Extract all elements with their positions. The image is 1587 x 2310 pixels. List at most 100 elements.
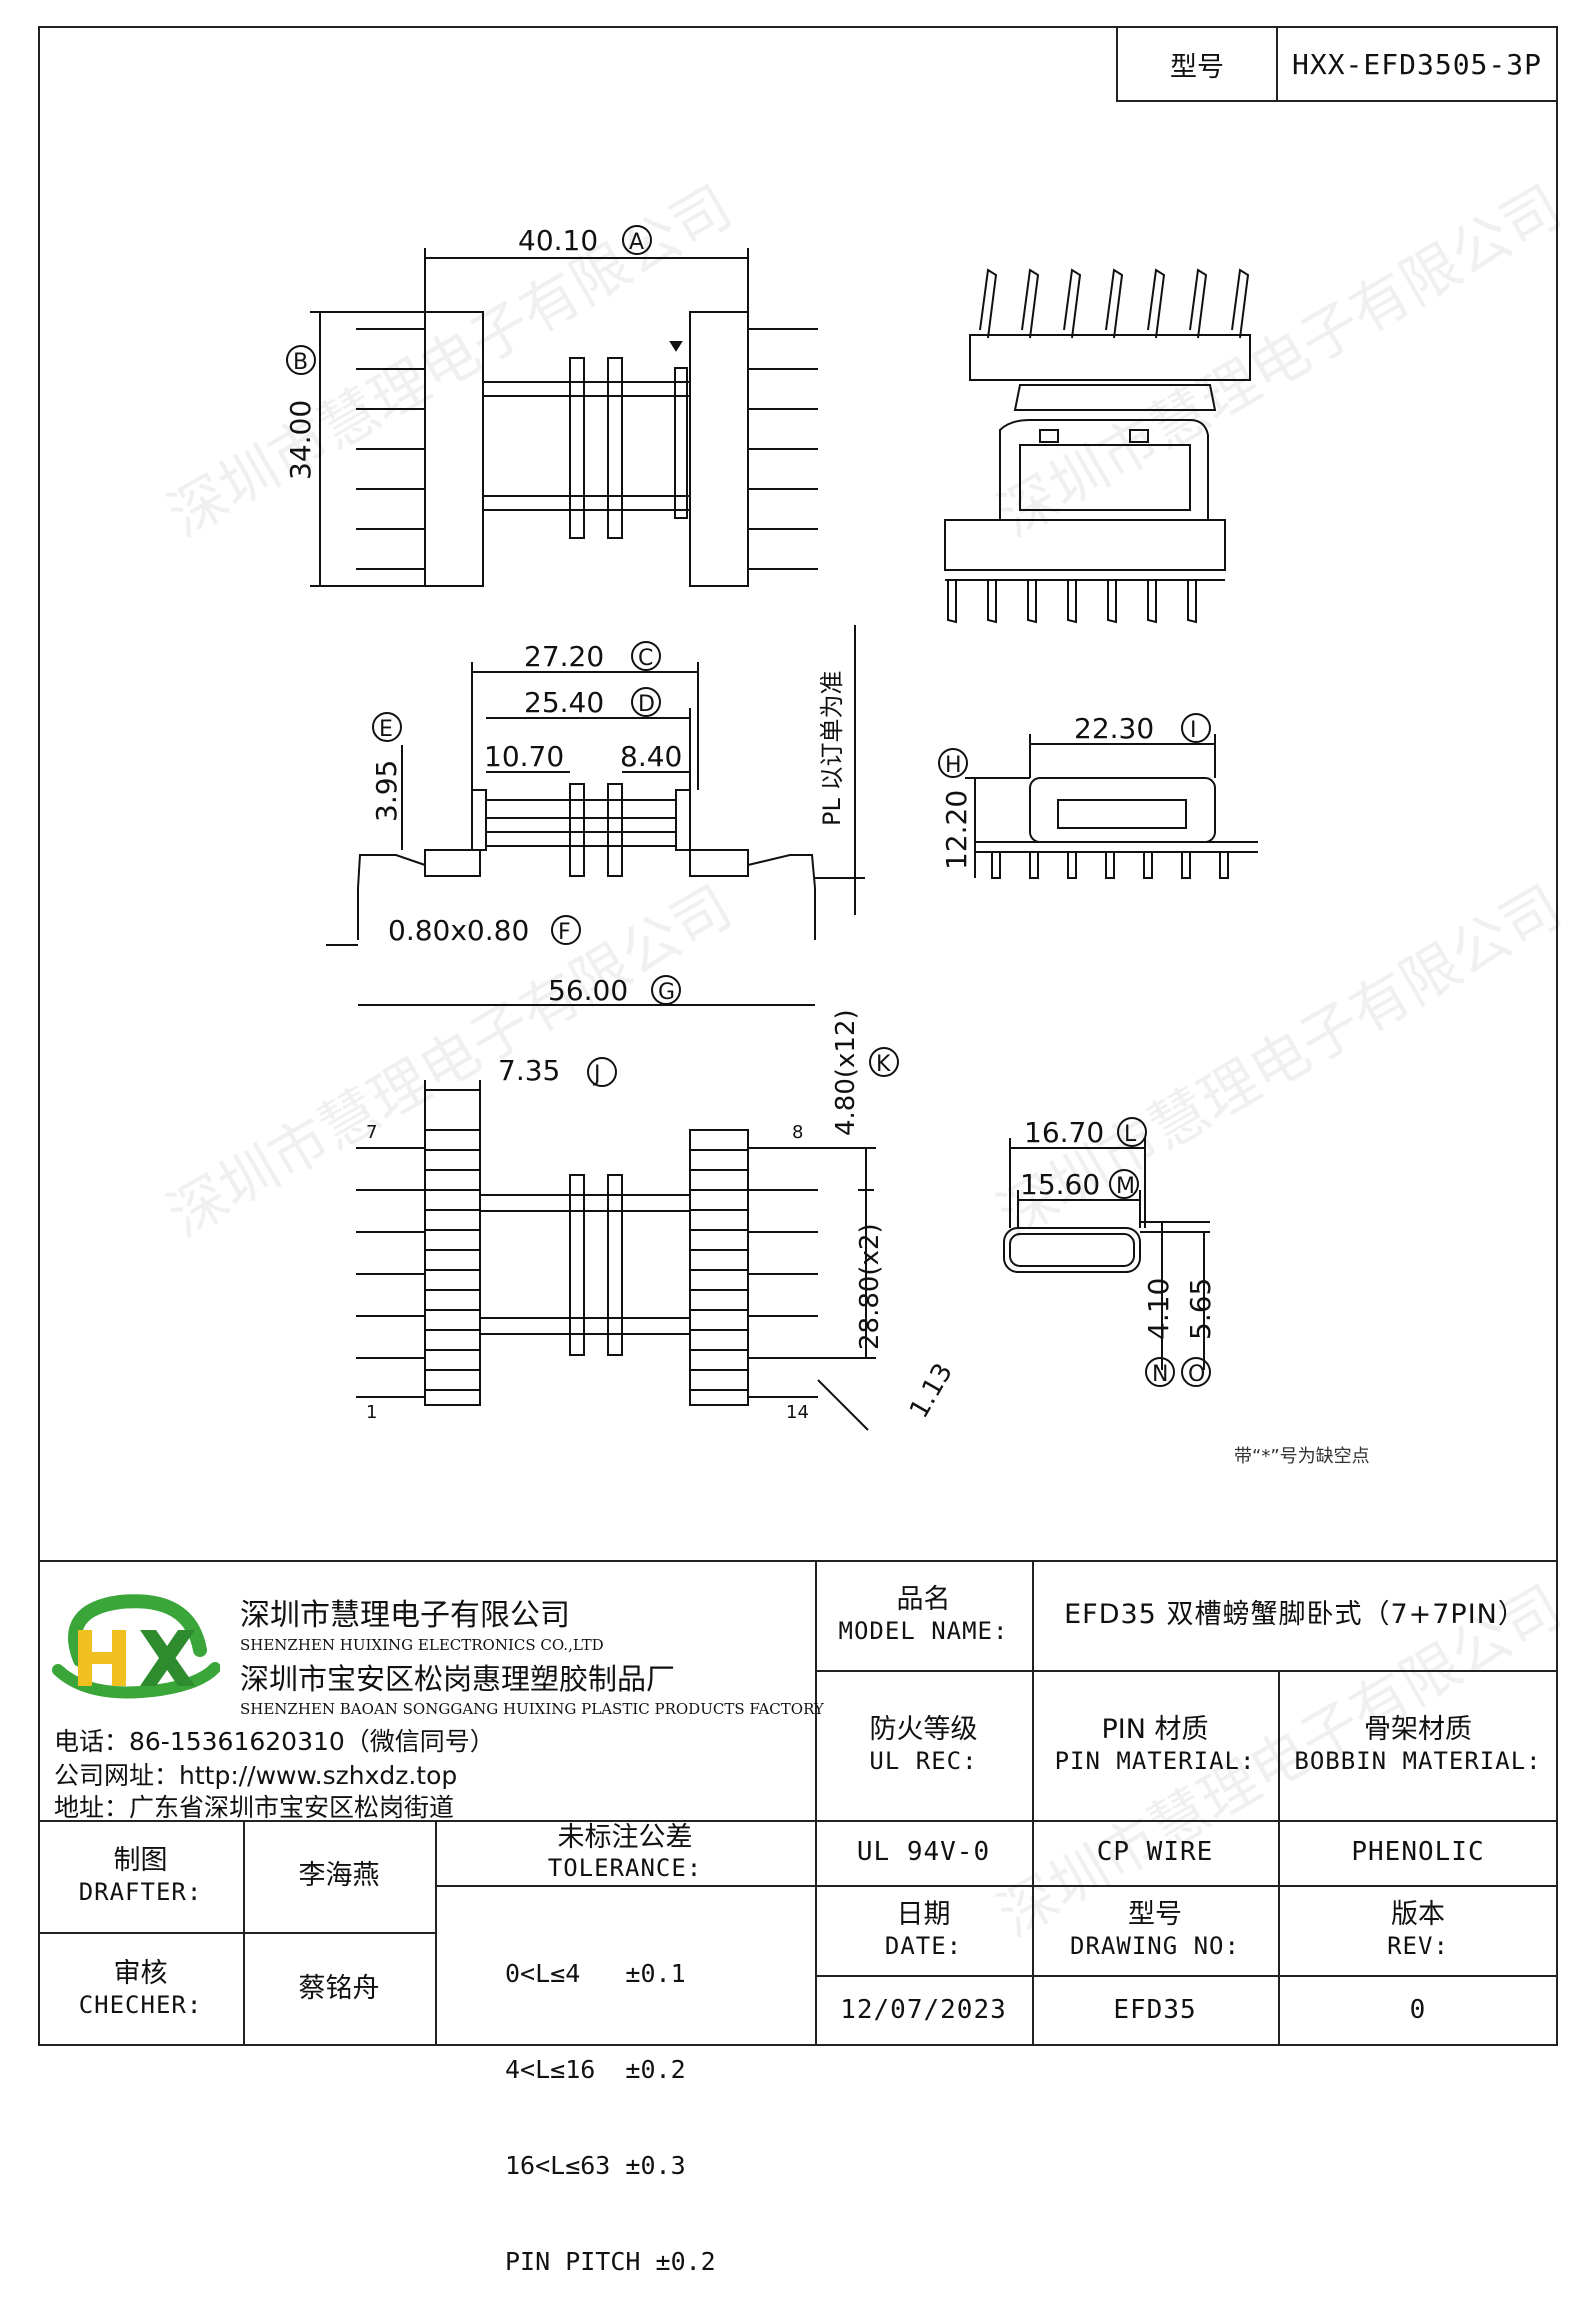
ul-label: 防火等级 UL REC: [815,1670,1032,1820]
dim-I-letter: I [1190,718,1197,743]
factory-name-en: SHENZHEN BAOAN SONGGANG HUIXING PLASTIC … [240,1700,824,1718]
dim-K-letter: K [876,1052,891,1077]
dim-M-value: 15.60 [1020,1168,1100,1201]
tolerance-line-4: PIN PITCH ±0.2 [505,2247,716,2276]
date-label-cn: 日期 [896,1899,951,1931]
side-pins [991,852,1229,879]
side-view [965,734,1258,879]
drawing-no-value-cell: EFD35 [1032,1975,1278,2046]
top-core [482,381,691,511]
dim-N-value: 4.10 [1142,1278,1175,1340]
date-label-en: DATE: [884,1931,963,1960]
bobbin-material-value-cell: PHENOLIC [1278,1820,1558,1885]
rev-value: 0 [1409,1994,1427,2025]
pin-label-7: 7 [366,1122,377,1143]
pin-material-label-en: PIN MATERIAL: [1054,1746,1256,1775]
pin-label-1: 1 [366,1402,377,1423]
pin-material-value-cell: CP WIRE [1032,1820,1278,1885]
drafter-label-en: DRAFTER: [78,1877,203,1906]
bottom-right-comb [689,1129,749,1406]
front-divider-1 [569,783,585,877]
bobbin-material-label: 骨架材质 BOBBIN MATERIAL: [1278,1670,1558,1820]
dim-L-value: 16.70 [1024,1116,1104,1149]
front-divider-2 [607,783,623,877]
dim-F-value: 0.80x0.80 [388,914,529,947]
model-label: 型号 [1170,51,1224,83]
dim-K-span: 28.80(x2) [855,1223,885,1350]
model-name-label-cn: 品名 [896,1584,951,1616]
tolerance-line-1: 0<L≤4 ±0.1 [505,1959,686,1988]
dim-A-letter: A [629,230,644,255]
model-name-value: EFD35 双槽螃蟹脚卧式（7+7PIN） [1064,1598,1526,1630]
drafter-label: 制图 DRAFTER: [38,1820,243,1932]
dim-N-letter: N [1152,1362,1168,1387]
checker-label-en: CHECHER: [78,1990,203,2019]
dim-M-letter: M [1116,1174,1135,1199]
drawing-frame [38,26,1558,2046]
factory-name-cn: 深圳市宝安区松岗惠理塑胶制品厂 [240,1662,676,1696]
company-address: 地址：广东省深圳市宝安区松岗街道 [54,1793,455,1822]
dim-8-40: 8.40 [620,740,682,773]
dim-1-13: 1.13 [904,1358,959,1423]
drawing-no-label-cn: 型号 [1128,1899,1182,1931]
tolerance-label: 未标注公差 TOLERANCE: [435,1820,815,1885]
top-divider-2 [607,357,623,539]
rev-value-cell: 0 [1278,1975,1558,2046]
dim-B-letter: B [293,350,308,375]
drawing-no-value: EFD35 [1113,1994,1197,2025]
checker-value: 蔡铭舟 [298,1972,380,2004]
dim-A-value: 40.10 [518,224,598,257]
model-name-label-en: MODEL NAME: [838,1616,1009,1645]
bottom-pins [356,1147,818,1398]
tb-line-4 [435,1885,1558,1887]
dim-G-value: 56.00 [548,974,628,1007]
tb-vline-4 [243,1820,245,2046]
bobbin-material-value: PHENOLIC [1351,1836,1485,1867]
bobbin-material-label-en: BOBBIN MATERIAL: [1294,1746,1542,1775]
company-website: 公司网址：http://www.szhxdz.top [54,1761,458,1790]
pin-note: 带“*”号为缺空点 [1234,1446,1370,1467]
date-value: 12/07/2023 [840,1994,1007,2025]
dim-C-letter: C [638,646,653,671]
rev-label-cn: 版本 [1391,1899,1445,1931]
tb-line-3 [38,1820,1558,1822]
iso-bottom-pins [947,580,1197,624]
top-right-pins [748,328,818,570]
tb-vline-1 [815,1560,817,2046]
front-left-base [424,849,481,877]
front-right-base [689,849,749,877]
checker-value-cell: 蔡铭舟 [243,1932,435,2046]
tolerance-table: 0<L≤4 ±0.1 4<L≤16 ±0.2 16<L≤63 ±0.3 PIN … [505,1894,805,2310]
rev-label-en: REV: [1387,1931,1449,1960]
top-left-pins [356,328,425,570]
dim-O-letter: O [1188,1362,1205,1387]
dim-D-letter: D [638,692,655,717]
ul-label-cn: 防火等级 [869,1714,978,1746]
dim-D-value: 25.40 [524,686,604,719]
dim-O-value: 5.65 [1184,1278,1217,1340]
ul-label-en: UL REC: [869,1746,978,1775]
bobbin-material-label-cn: 骨架材质 [1364,1714,1472,1746]
tb-vline-3 [1278,1670,1280,2046]
drafter-value-cell: 李海燕 [243,1820,435,1932]
bottom-divider-2 [607,1174,623,1356]
dim-K-pitch: 4.80(x12) [831,1009,861,1136]
pin-section-view [1003,1138,1210,1370]
front-view [326,625,865,1006]
bottom-divider-1 [569,1174,585,1356]
company-phone: 电话：86-15361620310（微信同号） [54,1727,495,1756]
pin-material-label-cn: PIN 材质 [1101,1714,1209,1746]
dim-10-70: 10.70 [484,740,564,773]
dim-F-letter: F [558,920,571,945]
rev-label: 版本 REV: [1278,1885,1558,1975]
tolerance-label-cn: 未标注公差 [557,1821,693,1853]
bottom-view [356,1080,876,1431]
top-divider-1 [569,357,585,539]
ul-value: UL 94V-0 [856,1836,991,1867]
dim-J-letter: J [592,1062,601,1087]
dim-C-value: 27.20 [524,640,604,673]
pl-note: PL 以订单为准 [818,671,846,826]
iso-top-pins [979,268,1250,339]
dim-E-value: 3.95 [370,760,403,822]
pin-label-14: 14 [786,1402,809,1423]
